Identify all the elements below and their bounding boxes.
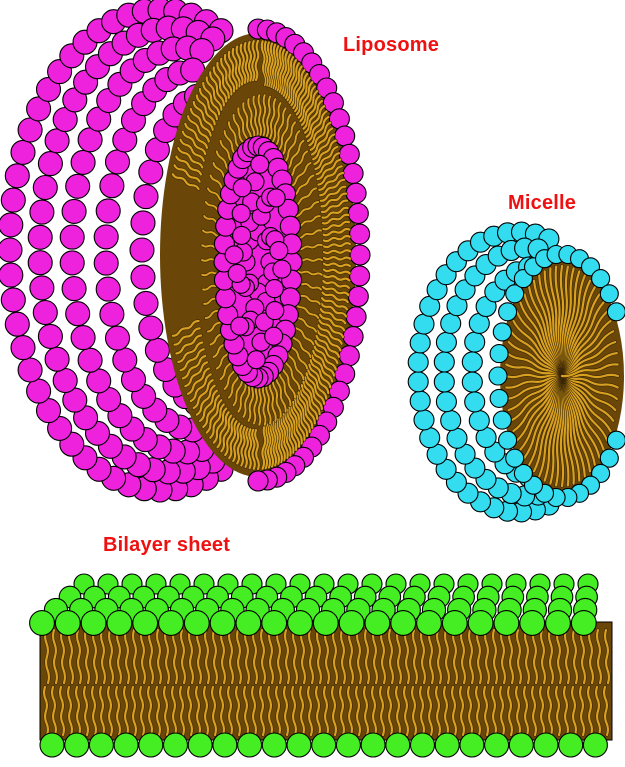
liposome-label: Liposome — [343, 34, 439, 57]
bilayer-sheet-structure — [30, 574, 612, 757]
micelle-label: Micelle — [508, 192, 576, 215]
liposome-structure — [0, 0, 370, 502]
bilayer-sheet-label: Bilayer sheet — [103, 534, 230, 557]
micelle-structure — [408, 222, 625, 522]
